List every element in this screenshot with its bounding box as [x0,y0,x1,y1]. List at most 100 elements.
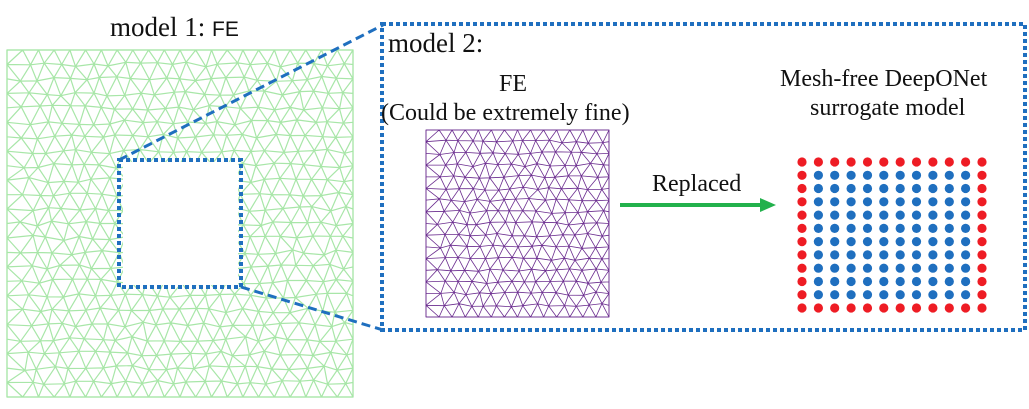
interior-point [961,276,971,287]
boundary-point [961,157,971,167]
model1-label-method: FE [212,18,239,41]
model2-fine-mesh [425,129,610,318]
interior-point [862,237,873,247]
interior-point [895,250,905,260]
interior-point [830,223,840,233]
interior-point [895,223,905,233]
boundary-point [797,197,807,207]
interior-point [928,170,938,180]
interior-point [862,263,873,273]
boundary-point [895,303,905,313]
interior-point [944,170,954,180]
interior-point [911,210,922,220]
interior-point [830,237,840,247]
boundary-point [797,250,807,260]
boundary-point [846,157,856,167]
interior-point [862,210,873,220]
interior-point [879,263,889,273]
interior-point [846,237,856,247]
interior-point [830,276,840,287]
boundary-point [797,237,807,247]
interior-point [895,170,905,180]
interior-point [895,183,905,194]
interior-point [830,263,840,273]
interior-point [961,250,971,260]
interior-point [879,197,889,207]
interior-point [895,197,905,207]
interior-point [944,197,954,207]
interior-point [830,210,840,220]
interior-point [830,290,840,300]
interior-point [813,183,824,194]
interior-point [961,237,971,247]
interior-point [879,290,889,300]
interior-point [895,263,905,273]
interior-point [813,237,824,247]
boundary-point [977,170,987,180]
model1-hole-outline [117,158,243,289]
fe-note: (Could be extremely fine) [381,100,630,126]
interior-point [830,183,840,194]
interior-point [846,210,856,220]
interior-point [961,290,971,300]
surrogate-point-cloud [797,157,987,313]
boundary-point [797,303,807,313]
interior-point [944,276,954,287]
boundary-point [862,157,873,167]
interior-point [879,237,889,247]
interior-point [961,183,971,194]
boundary-point [977,157,987,167]
interior-point [961,263,971,273]
boundary-point [977,276,987,287]
interior-point [813,290,824,300]
interior-point [911,237,922,247]
interior-point [813,197,824,207]
boundary-point [862,303,873,313]
interior-point [928,263,938,273]
interior-point [846,276,856,287]
boundary-point [944,157,954,167]
interior-point [911,170,922,180]
boundary-point [977,223,987,233]
interior-point [813,263,824,273]
interior-point [879,250,889,260]
boundary-point [830,303,840,313]
fine-mesh-edges [425,129,610,318]
fe-title: FE [499,71,528,97]
boundary-point [977,263,987,273]
interior-point [944,290,954,300]
interior-point [944,263,954,273]
boundary-point [911,157,922,167]
boundary-point [797,183,807,194]
boundary-point [977,250,987,260]
interior-point [911,250,922,260]
interior-point [862,276,873,287]
boundary-point [961,303,971,313]
interior-point [911,276,922,287]
interior-point [961,223,971,233]
boundary-point [895,157,905,167]
interior-point [895,290,905,300]
interior-point [846,223,856,233]
boundary-point [797,170,807,180]
interior-point [928,210,938,220]
interior-point [879,183,889,194]
coarse-mesh-edges-border [6,49,354,398]
boundary-point [911,303,922,313]
interior-point [813,250,824,260]
arrow-label: Replaced [652,171,742,197]
boundary-point [977,303,987,313]
interior-point [846,170,856,180]
surrogate-title-line1: Mesh-free DeepONet [780,66,988,92]
interior-point [961,210,971,220]
replaced-arrow-head [760,198,776,212]
boundary-point [977,210,987,220]
boundary-point [830,157,840,167]
interior-point [879,223,889,233]
interior-point [895,276,905,287]
interior-point [944,223,954,233]
interior-point [944,183,954,194]
interior-point [911,197,922,207]
interior-point [928,183,938,194]
